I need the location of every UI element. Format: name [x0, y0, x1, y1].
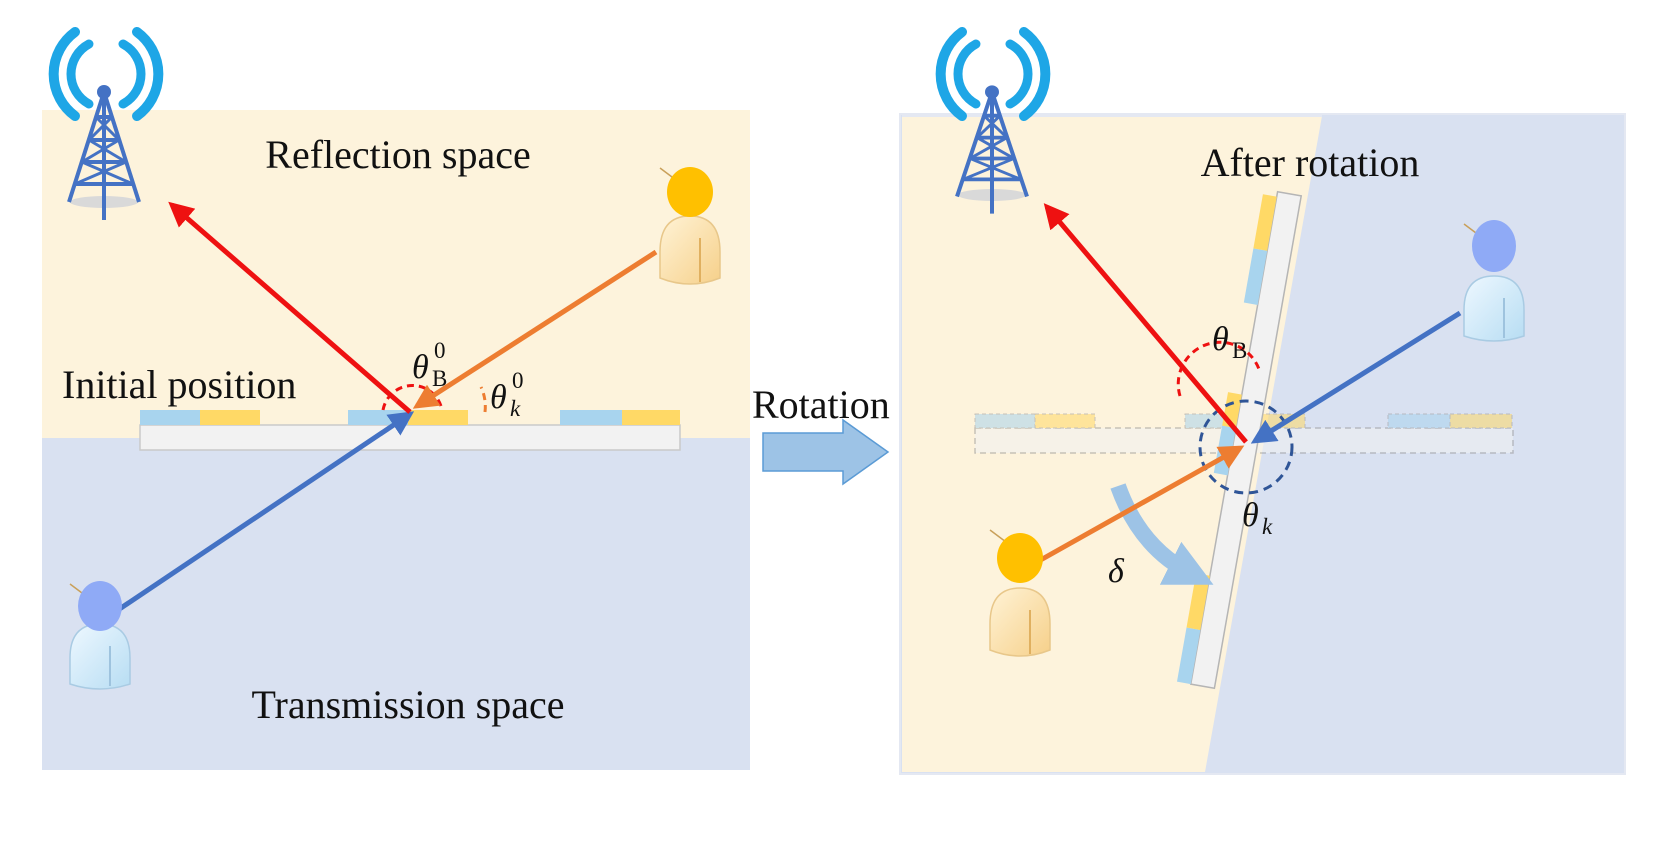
- blue-incident-ray: [116, 411, 415, 613]
- transmission-space-label: Transmission space: [252, 682, 565, 727]
- theta-b-rotated-label: θ B: [1212, 321, 1247, 363]
- theta-k-initial-label: θ k 0: [490, 368, 524, 421]
- orange-incident-ray-rotated: [1035, 445, 1245, 565]
- antenna-tower-icon: [67, 83, 141, 222]
- right-panel: After rotation θ B θ k δ: [899, 32, 1626, 775]
- rotation-label: Rotation: [752, 382, 890, 427]
- svg-text:0: 0: [512, 368, 524, 393]
- reflection-space-label: Reflection space: [265, 132, 530, 177]
- rotation-transition: Rotation: [752, 382, 890, 486]
- theta-b-rotated-arc: [1176, 340, 1262, 397]
- theta-k-rotated-label: θ k: [1242, 497, 1273, 539]
- svg-text:B: B: [1232, 338, 1247, 363]
- svg-text:θ: θ: [1242, 497, 1259, 534]
- initial-position-label: Initial position: [62, 362, 296, 407]
- svg-text:θ: θ: [1212, 321, 1229, 358]
- blue-incident-ray-rotated: [1250, 310, 1462, 444]
- rotation-arrow-icon: [762, 418, 890, 486]
- surface-bar: [139, 424, 681, 451]
- theta-b-initial-label: θ B 0: [412, 338, 447, 391]
- antenna-tower-icon-right: [955, 83, 1029, 216]
- reflection-space-region: [42, 110, 750, 438]
- svg-text:k: k: [510, 396, 521, 421]
- theta-k-arc: [479, 386, 487, 413]
- red-reflected-ray-rotated: [1043, 203, 1248, 444]
- svg-text:θ: θ: [412, 349, 429, 386]
- red-reflected-ray: [168, 201, 412, 414]
- svg-text:k: k: [1262, 514, 1273, 539]
- delta-label: δ: [1108, 553, 1125, 590]
- theta-k-rotated-circle: [1198, 399, 1294, 495]
- orange-incident-ray: [412, 249, 658, 409]
- svg-text:0: 0: [434, 338, 446, 363]
- svg-text:B: B: [432, 366, 447, 391]
- transmission-space-region: [42, 438, 750, 770]
- user-orange-icon: [659, 167, 721, 285]
- theta-b-arc: [381, 384, 444, 411]
- svg-text:θ: θ: [490, 379, 507, 416]
- user-blue-icon-right: [1463, 220, 1525, 342]
- user-blue-icon: [69, 581, 131, 690]
- left-panel: Reflection space Initial position Transm…: [42, 32, 750, 770]
- user-orange-icon-right: [989, 529, 1051, 657]
- after-rotation-label: After rotation: [1201, 140, 1420, 185]
- surface-elements: [140, 410, 680, 425]
- delta-rotation-arrow-icon: [1110, 483, 1214, 585]
